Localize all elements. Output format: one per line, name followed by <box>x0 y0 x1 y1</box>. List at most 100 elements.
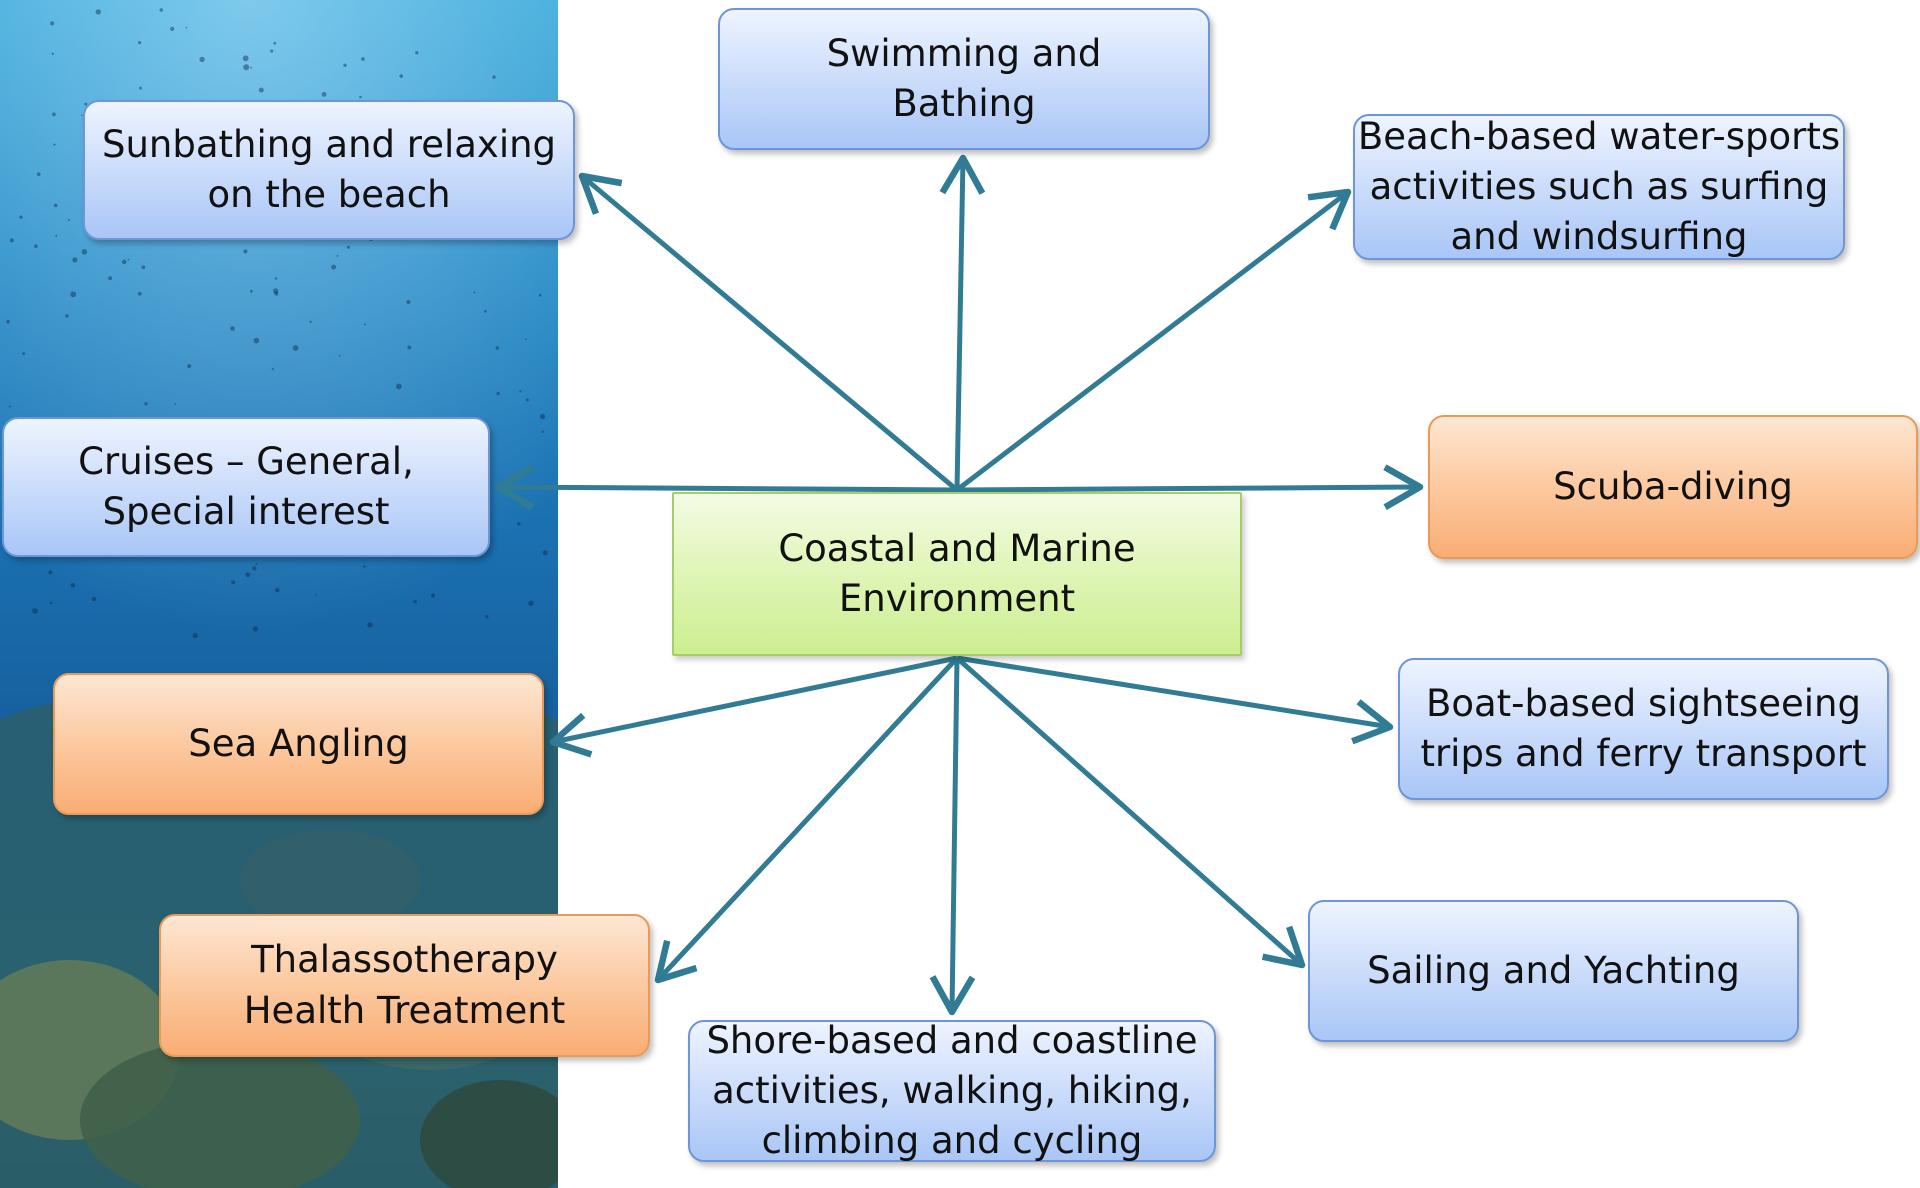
fish-speck <box>492 75 496 79</box>
fish-speck <box>70 583 76 588</box>
node-boat: Boat-based sightseeing trips and ferry t… <box>1398 658 1889 800</box>
fish-speck <box>396 383 402 390</box>
fish-speck <box>315 593 317 596</box>
fish-speck <box>127 258 130 261</box>
fish-speck <box>363 565 366 568</box>
fish-speck <box>185 26 188 29</box>
fish-speck <box>67 219 70 221</box>
fish-speck <box>174 403 177 405</box>
fish-speck <box>485 615 489 619</box>
node-shore: Shore-based and coastline activities, wa… <box>688 1019 1216 1162</box>
fish-speck <box>343 63 347 67</box>
fish-speck <box>95 9 102 15</box>
arrow-to-watersports <box>955 188 1352 492</box>
fish-speck <box>91 596 97 602</box>
fish-speck <box>292 345 299 351</box>
fish-speck <box>415 51 419 55</box>
fish-speck <box>484 310 487 313</box>
fish-speck <box>70 291 77 298</box>
fish-speck <box>338 354 341 357</box>
fish-speck <box>81 249 88 255</box>
fish-speck <box>413 599 417 604</box>
fish-speck <box>361 57 365 61</box>
fish-speck <box>321 92 327 97</box>
node-cruises-label: Cruises – General, Special interest <box>78 439 414 533</box>
fish-speck <box>137 291 142 296</box>
fish-speck <box>121 259 127 265</box>
fish-speck <box>144 402 148 406</box>
fish-speck <box>231 580 236 585</box>
fish-speck <box>273 288 279 294</box>
fish-speck <box>49 601 53 605</box>
node-scuba: Scuba-diving <box>1428 415 1918 559</box>
fish-speck <box>250 289 253 293</box>
fish-speck <box>243 249 248 254</box>
node-shore-label: Shore-based and coastline activities, wa… <box>706 1018 1198 1163</box>
fish-speck <box>9 238 14 243</box>
fish-speck <box>274 291 279 296</box>
fish-speck <box>473 291 476 294</box>
fish-speck <box>51 52 54 55</box>
fish-speck <box>347 245 350 249</box>
fish-speck <box>309 320 312 323</box>
fish-speck <box>517 522 521 526</box>
fish-speck <box>519 390 522 393</box>
arrow-to-shore <box>929 657 976 1016</box>
fish-speck <box>230 326 235 331</box>
fish-speck <box>22 352 25 355</box>
fish-speck <box>406 300 411 304</box>
fish-speck <box>538 293 542 297</box>
arrow-to-swimming <box>939 154 986 491</box>
fish-speck <box>6 320 10 324</box>
fish-speck <box>252 566 257 571</box>
node-swimming-label: Swimming and Bathing <box>826 31 1102 125</box>
fish-speck <box>270 49 274 53</box>
fish-speck <box>525 338 527 341</box>
arrow-to-cruises <box>494 464 958 511</box>
fish-speck <box>407 345 412 350</box>
fish-speck <box>243 64 250 71</box>
fish-speck <box>50 21 55 26</box>
fish-speck <box>141 265 146 270</box>
fish-speck <box>336 254 339 257</box>
fish-speck <box>9 405 11 408</box>
fish-speck <box>359 95 362 99</box>
arrow-to-sailing <box>955 656 1306 969</box>
fish-speck <box>253 337 260 344</box>
node-watersports-label: Beach-based water-sports activities such… <box>1357 114 1841 259</box>
fish-speck <box>36 172 41 177</box>
fish-speck <box>139 86 142 90</box>
fish-speck <box>255 563 258 565</box>
fish-speck <box>81 114 83 117</box>
fish-speck <box>108 276 113 281</box>
fish-speck <box>52 112 56 117</box>
fish-speck <box>34 244 38 248</box>
node-sailing-label: Sailing and Yachting <box>1367 948 1740 992</box>
fish-speck <box>431 593 436 598</box>
fish-speck <box>363 323 366 326</box>
fish-speck <box>541 430 545 433</box>
fish-speck <box>542 550 548 556</box>
fish-speck <box>367 622 373 628</box>
arrow-to-angling <box>549 655 958 758</box>
fish-speck <box>65 314 69 318</box>
node-thalasso-label: Thalassotherapy Health Treatment <box>243 938 566 1032</box>
node-angling-label: Sea Angling <box>188 721 409 765</box>
arrow-to-scuba <box>956 464 1424 511</box>
fish-speck <box>496 391 500 396</box>
arrow-to-sunbathing <box>578 172 959 492</box>
fish-speck <box>245 572 251 578</box>
fish-speck <box>138 41 142 45</box>
fish-speck <box>399 74 404 78</box>
fish-speck <box>53 143 56 146</box>
node-angling: Sea Angling <box>53 673 544 815</box>
fish-speck <box>187 364 192 369</box>
fish-speck <box>273 41 277 45</box>
fish-speck <box>53 203 58 208</box>
fish-speck <box>159 8 164 12</box>
fish-speck <box>199 56 205 63</box>
node-sailing: Sailing and Yachting <box>1308 900 1799 1042</box>
arrow-to-boat <box>956 655 1394 745</box>
node-swimming: Swimming and Bathing <box>718 8 1210 150</box>
